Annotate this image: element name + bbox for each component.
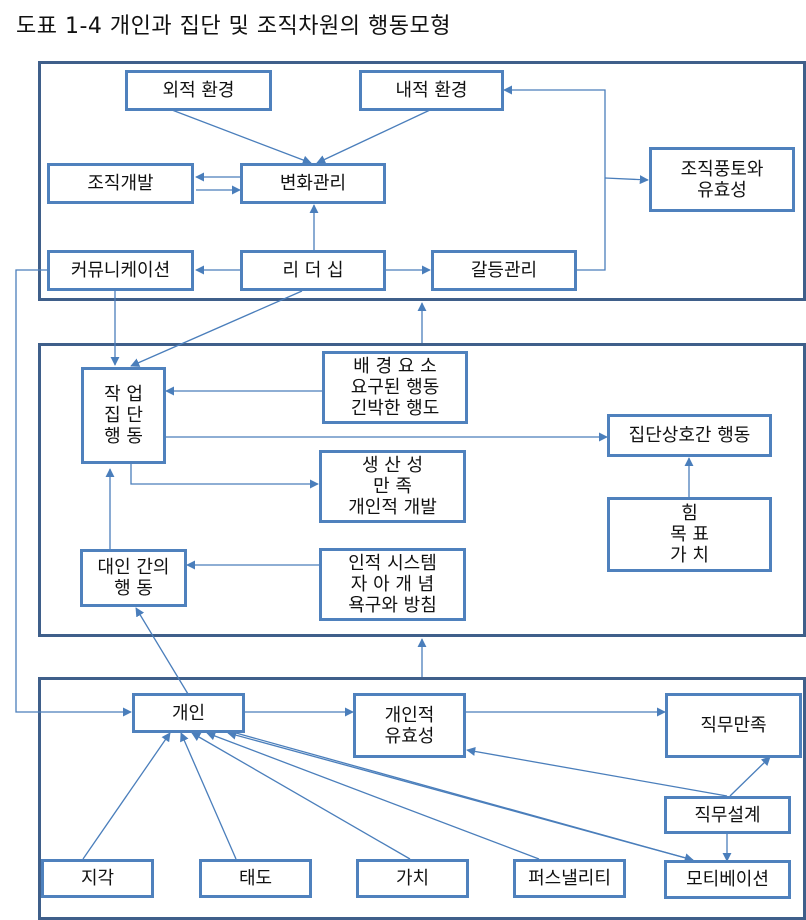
node-label: 내적 환경: [395, 80, 468, 101]
node-label: 집 단: [104, 405, 143, 426]
node-change-management: 변화관리: [240, 163, 386, 204]
node-label: 집단상호간 행동: [628, 425, 751, 446]
node-personality: 퍼스낼리티: [513, 859, 626, 898]
node-intergroup-behavior: 집단상호간 행동: [607, 414, 772, 457]
node-values: 가치: [356, 859, 469, 898]
node-label: 퍼스낼리티: [528, 868, 611, 889]
node-label: 변화관리: [279, 173, 347, 194]
node-label: 유효성: [384, 725, 435, 747]
node-label: 생 산 성: [361, 455, 424, 476]
node-label: 행 동: [114, 578, 153, 599]
individual-level-panel: [38, 677, 806, 920]
node-conflict-management: 갈등관리: [431, 250, 577, 291]
node-motivation: 모티베이션: [664, 860, 791, 899]
node-perception: 지각: [41, 859, 154, 898]
node-external-environment: 외적 환경: [125, 70, 272, 111]
node-label: 개인: [171, 702, 206, 724]
node-label: 자 아 개 념: [350, 574, 435, 595]
node-label: 가치: [395, 868, 430, 889]
node-job-satisfaction: 직무만족: [665, 693, 802, 758]
node-label: 만 족: [373, 476, 412, 497]
node-label: 직무만족: [700, 715, 767, 736]
node-communication: 커뮤니케이션: [47, 250, 194, 291]
node-label: 태도: [238, 868, 273, 889]
node-label: 지각: [80, 868, 115, 889]
node-label: 조직풍토와: [680, 158, 764, 180]
organization-level-panel: [38, 61, 806, 301]
node-label: 목 표: [670, 524, 709, 545]
node-label: 긴박한 행도: [350, 398, 440, 419]
node-label: 행 동: [104, 426, 143, 447]
node-label: 개인적 개발: [348, 497, 437, 518]
diagram-title: 도표 1-4 개인과 집단 및 조직차원의 행동모형: [16, 14, 451, 39]
node-attitude: 태도: [199, 859, 312, 898]
node-job-design: 직무설계: [664, 796, 791, 834]
node-label: 외적 환경: [162, 80, 235, 101]
node-label: 욕구와 방침: [348, 595, 437, 616]
node-label: 모티베이션: [686, 869, 769, 890]
node-label: 개인적: [384, 704, 435, 726]
node-label: 작 업: [104, 384, 143, 405]
node-internal-environment: 내적 환경: [359, 70, 504, 111]
node-label: 요구된 행동: [350, 377, 440, 398]
node-label: 유효성: [697, 179, 747, 201]
node-label: 리 더 십: [282, 260, 344, 281]
node-label: 직무설계: [694, 804, 761, 826]
node-label: 커뮤니케이션: [70, 260, 171, 281]
node-label: 힘: [681, 503, 698, 524]
node-label: 가 치: [670, 545, 709, 566]
node-label: 인적 시스템: [348, 553, 437, 574]
node-label: 대인 간의: [97, 557, 170, 578]
node-leadership: 리 더 십: [240, 250, 386, 291]
node-label: 배 경 요 소: [353, 356, 437, 377]
node-org-development: 조직개발: [47, 163, 194, 204]
node-label: 갈등관리: [470, 260, 538, 281]
node-individual: 개인: [132, 693, 245, 733]
node-label: 조직개발: [87, 173, 154, 194]
